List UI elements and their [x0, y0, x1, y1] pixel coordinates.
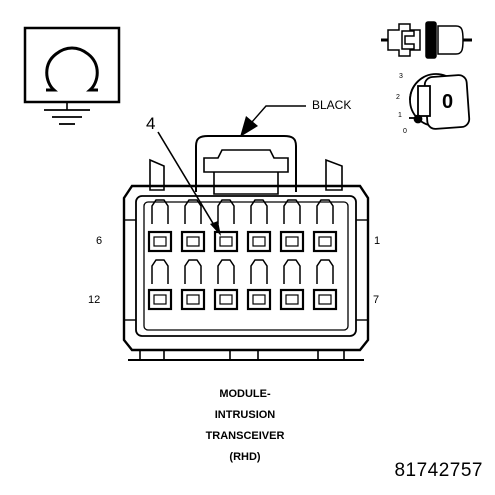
pin-number-6: 6 [96, 235, 103, 247]
terminal-cavity [213, 259, 239, 311]
terminal-cavity [213, 199, 239, 253]
ignition-key-off-icon [409, 73, 471, 130]
caption-line: MODULE- [219, 388, 271, 400]
connector-caption: MODULE- INTRUSION TRANSCEIVER (RHD) [150, 384, 340, 468]
housing-color-label: BLACK [312, 98, 352, 112]
terminal-cavity [180, 259, 206, 311]
key-position-0: 0 [403, 128, 407, 135]
terminal-cavity [279, 259, 305, 311]
ohmmeter-icon [23, 26, 121, 125]
key-off-label: 0 [442, 91, 454, 113]
pin-number-12: 12 [88, 294, 101, 306]
terminal-cavity [246, 259, 272, 311]
black-callout-leader [240, 105, 306, 137]
caption-line: INTRUSION [214, 409, 276, 421]
terminal-cavity [147, 199, 173, 253]
figure-number: 81742757 [394, 460, 483, 481]
terminal-cavity [312, 259, 338, 311]
caption-line: TRANSCEIVER [205, 430, 285, 442]
pin-number-7: 7 [373, 294, 380, 306]
terminal-cavity [312, 199, 338, 253]
connector-disconnect-icon [381, 21, 472, 59]
connector-housing [122, 135, 370, 361]
terminal-cavity [180, 199, 206, 253]
pin-4-callout: 4 [146, 114, 156, 133]
key-position-1: 1 [398, 112, 402, 119]
terminal-cavity [279, 199, 305, 253]
caption-line: (RHD) [229, 451, 261, 463]
terminal-cavity [246, 199, 272, 253]
terminal-cavities [147, 199, 338, 311]
terminal-cavity [147, 259, 173, 311]
key-position-2: 2 [396, 94, 400, 101]
key-position-3: 3 [399, 73, 403, 80]
pin-number-1: 1 [374, 235, 381, 247]
